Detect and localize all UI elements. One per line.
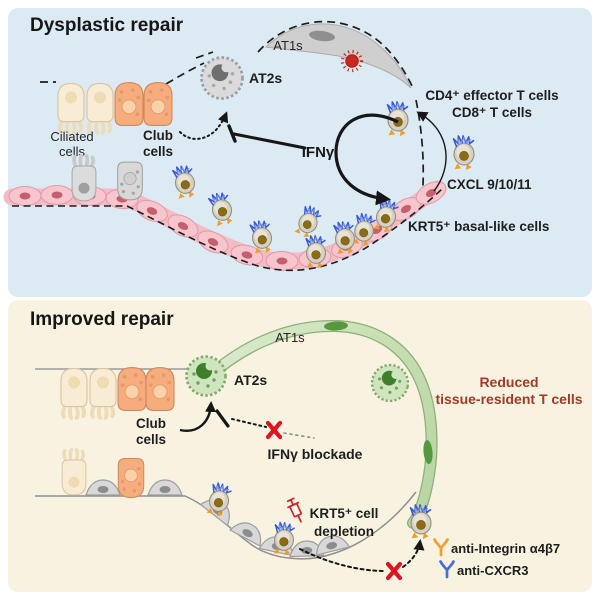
club-cells-label-line2: cells [143,144,173,159]
club-cell-damaged [117,161,143,201]
inhibition-bar [227,124,307,150]
cxcl-label: CXCL 9/10/11 [447,177,532,192]
club-to-at2-arrow [179,401,217,432]
recruitment-blocked-arrow [299,539,425,572]
alveolus-dashed-outline [40,20,425,187]
krt5-depletion-label-line1: KRT5⁺ cell [310,506,379,521]
effector-t-cells-label-line2: CD8⁺ T cells [452,105,532,120]
ciliated-cells-label-line2: cells [59,144,86,159]
club-cells-label-line1: Club [143,128,173,143]
club-cell [143,82,173,126]
at2s-label-bottom: AT2s [234,372,267,388]
at1-membrane-healthy [200,319,438,529]
at1-cell-damaged [264,23,412,89]
krt5-basal-label: KRT5⁺ basal-like cells [408,219,549,234]
at1-nucleus [324,321,348,331]
at1s-label: AT1s [273,38,303,53]
at1-nucleus [423,440,433,464]
club-cells-label-bottom-line2: cells [136,432,166,447]
club-cell [145,367,175,411]
club-cell [114,82,144,126]
ifn-blockade-label: IFNγ blockade [268,446,363,462]
club-cells-label-bottom-line1: Club [136,416,166,431]
club-cell [117,457,145,499]
bottom-panel-title: Improved repair [30,309,174,330]
top-panel-background [8,8,592,297]
at2s-label-top: AT2s [249,70,282,86]
top-panel-title: Dysplastic repair [30,15,184,36]
anti-integrin-label: anti-Integrin α4β7 [451,541,560,556]
effector-t-cells-label-line1: CD4⁺ effector T cells [425,88,558,103]
anti-cxcr3-label: anti-CXCR3 [457,563,529,578]
at1-nucleus [309,30,335,42]
club-cell [117,367,147,411]
club-to-at2-dotted-arrow [179,111,229,140]
ifn-gamma-label: IFNγ [302,144,335,161]
ifn-blockade-inhibition [215,409,315,439]
at1s-label-bottom: AT1s [275,330,305,345]
krt5-depletion-label-line2: depletion [314,524,374,539]
reduced-t-cells-label-line1: Reduced [479,374,538,390]
reduced-t-cells-label-line2: tissue-resident T cells [435,391,582,407]
cxcl-feedback-arrow [416,111,447,192]
ciliated-cells-label-line1: Ciliated [50,129,93,144]
ifn-gamma-cycle-arrow [334,113,399,206]
basement-dashed-line [12,188,443,272]
